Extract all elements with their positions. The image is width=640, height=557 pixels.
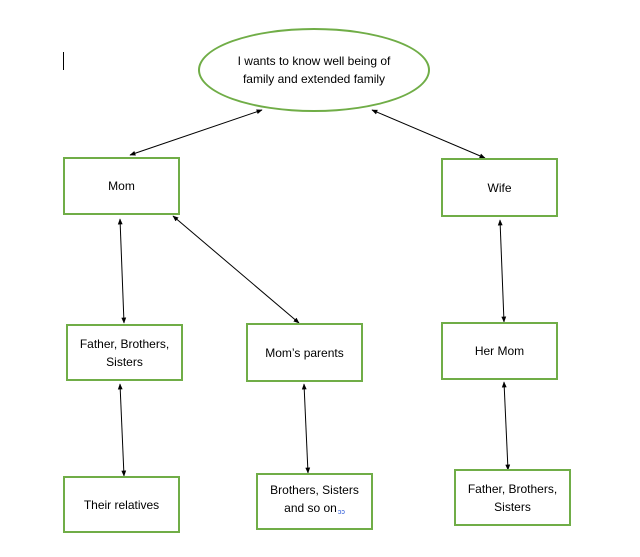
arrow-root-mom	[129, 109, 263, 156]
arrow-parents-siblings	[301, 383, 311, 474]
text-cursor	[63, 52, 64, 70]
moms-parents-label: Mom’s parents	[265, 345, 344, 360]
arrow-root-wife	[371, 109, 486, 159]
their-relatives-node: Their relatives	[63, 476, 180, 533]
her-mom-node: Her Mom	[441, 322, 558, 380]
root-goal-label: I wants to know well being of family and…	[237, 54, 391, 86]
brothers-sisters-so-on-node: Brothers, Sisters and so onↄↄ	[256, 473, 373, 530]
arrow-wife-hermom	[497, 219, 507, 323]
her-mom-label: Her Mom	[474, 344, 525, 358]
her-father-brothers-sisters-label: Father, Brothers, Sisters	[467, 481, 558, 514]
father-brothers-sisters-label: Father, Brothers, Sisters	[79, 336, 170, 369]
arrow-mom-father	[117, 218, 127, 324]
spellcheck-mark-icon: ↄↄ	[337, 509, 345, 516]
mom-label: Mom	[108, 179, 135, 193]
their-relatives-label: Their relatives	[83, 497, 160, 512]
father-brothers-sisters-node: Father, Brothers, Sisters	[66, 324, 183, 381]
brothers-sisters-so-on-label: Brothers, Sisters and so on	[270, 483, 359, 515]
brothers-sisters-so-on-text: Brothers, Sisters and so onↄↄ	[270, 481, 359, 522]
arrow-hermom-fathers	[501, 381, 511, 471]
arrow-mom-parents	[172, 215, 300, 324]
arrow-father-relatives	[117, 383, 127, 477]
root-goal-node: I wants to know well being of family and…	[198, 28, 430, 112]
mom-node: Mom	[63, 157, 180, 215]
her-father-brothers-sisters-node: Father, Brothers, Sisters	[454, 469, 571, 526]
wife-label: Wife	[487, 180, 512, 195]
wife-node: Wife	[441, 158, 558, 217]
moms-parents-node: Mom’s parents	[246, 323, 363, 382]
